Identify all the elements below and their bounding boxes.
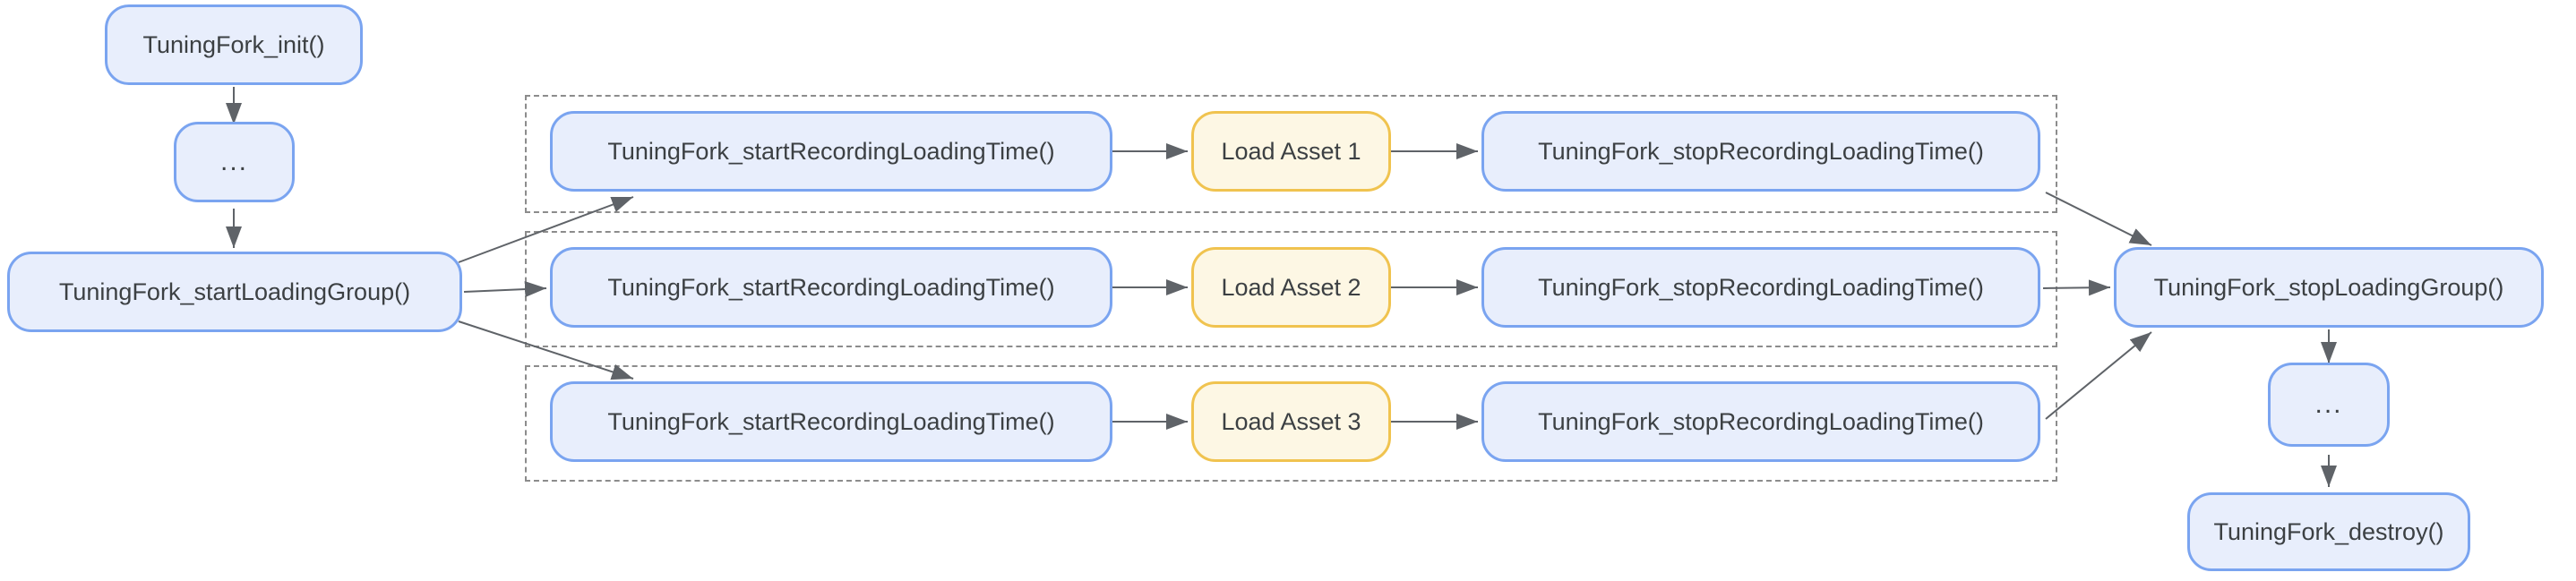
node-load-asset-3: Load Asset 3 [1191, 381, 1391, 462]
node-stop-loading-group: TuningFork_stopLoadingGroup() [2114, 247, 2544, 328]
node-load-asset-1: Load Asset 1 [1191, 111, 1391, 192]
node-ellipsis-bottom: ... [2268, 363, 2390, 447]
node-ellipsis-top: ... [174, 122, 295, 202]
node-init: TuningFork_init() [105, 4, 363, 85]
node-destroy: TuningFork_destroy() [2187, 492, 2470, 571]
node-stop-recording-3: TuningFork_stopRecordingLoadingTime() [1481, 381, 2040, 462]
loading-group-row-1 [525, 95, 2057, 213]
loading-group-row-3 [525, 365, 2057, 482]
node-stop-recording-1: TuningFork_stopRecordingLoadingTime() [1481, 111, 2040, 192]
node-start-recording-2: TuningFork_startRecordingLoadingTime() [550, 247, 1112, 328]
node-stop-recording-2: TuningFork_stopRecordingLoadingTime() [1481, 247, 2040, 328]
node-start-loading-group: TuningFork_startLoadingGroup() [7, 252, 462, 332]
node-start-recording-1: TuningFork_startRecordingLoadingTime() [550, 111, 1112, 192]
node-load-asset-2: Load Asset 2 [1191, 247, 1391, 328]
node-start-recording-3: TuningFork_startRecordingLoadingTime() [550, 381, 1112, 462]
